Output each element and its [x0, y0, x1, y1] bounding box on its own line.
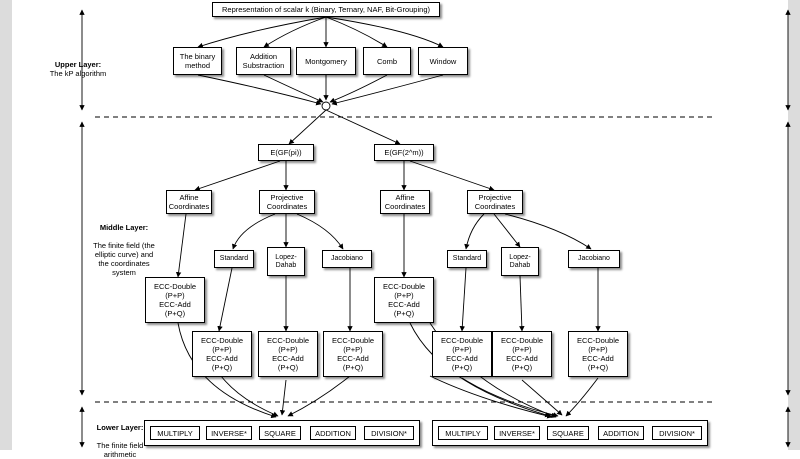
algorithm-label: The binary method — [179, 52, 216, 70]
algorithm-addition-substraction: Addition Substraction — [236, 47, 291, 75]
algorithm-comb: Comb — [363, 47, 411, 75]
type-label: Lopez- Dahab — [275, 253, 297, 269]
field-arithmetic-right: MULTIPLY INVERSE* SQUARE ADDITION DIVISI… — [432, 420, 708, 446]
ecc-label: ECC-Double (P+P) ECC-Add (P+Q) — [266, 336, 310, 372]
lower-layer-desc: The finite field arithmetic — [96, 441, 144, 459]
affine-coordinates-left: Affine Coordinates — [166, 190, 212, 214]
algorithm-binary-method: The binary method — [173, 47, 222, 75]
ecc-ops-affine-left: ECC-Double (P+P) ECC-Add (P+Q) — [145, 277, 205, 323]
op-square: SQUARE — [259, 426, 301, 440]
type-label: Lopez- Dahab — [509, 253, 531, 269]
projective-coordinates-right: Projective Coordinates — [467, 190, 523, 214]
type-jacobiano-right: Jacobiano — [568, 250, 620, 268]
ecc-ops-jacobiano-left: ECC-Double (P+P) ECC-Add (P+Q) — [323, 331, 383, 377]
op-multiply: MULTIPLY — [150, 426, 200, 440]
ecc-label: ECC-Double (P+P) ECC-Add (P+Q) — [153, 282, 197, 318]
scalar-representation-label: Representation of scalar k (Binary, Tern… — [221, 5, 430, 14]
op-inverse: INVERSE* — [494, 426, 540, 440]
field-label: E(GF(2^m)) — [384, 148, 424, 157]
op-addition: ADDITION — [310, 426, 356, 440]
op-label: ADDITION — [603, 428, 639, 438]
middle-layer-label: Middle Layer: The finite field (the elli… — [84, 214, 164, 277]
field-gf-p: E(GF(pi)) — [258, 144, 314, 161]
algorithm-window: Window — [418, 47, 468, 75]
op-label: INVERSE* — [499, 428, 535, 438]
algorithm-montgomery: Montgomery — [296, 47, 356, 75]
field-label: E(GF(pi)) — [270, 148, 302, 157]
field-gf-2m: E(GF(2^m)) — [374, 144, 434, 161]
op-division: DIVISION* — [364, 426, 414, 440]
algorithm-label: Window — [429, 56, 457, 66]
op-label: DIVISION* — [659, 428, 695, 438]
ecc-ops-jacobiano-right: ECC-Double (P+P) ECC-Add (P+Q) — [568, 331, 628, 377]
middle-layer-title: Middle Layer: — [99, 223, 149, 232]
op-label: MULTIPLY — [157, 428, 193, 438]
ecc-ops-standard-right: ECC-Double (P+P) ECC-Add (P+Q) — [432, 331, 492, 377]
op-label: DIVISION* — [371, 428, 407, 438]
op-addition: ADDITION — [598, 426, 644, 440]
type-lopez-dahab-left: Lopez- Dahab — [267, 247, 305, 276]
type-standard-right: Standard — [447, 250, 487, 268]
middle-layer-desc: The finite field (the elliptic curve) an… — [93, 241, 155, 277]
lower-layer-title: Lower Layer: — [96, 423, 144, 432]
scalar-representation-box: Representation of scalar k (Binary, Tern… — [212, 2, 440, 17]
ecc-label: ECC-Double (P+P) ECC-Add (P+Q) — [331, 336, 375, 372]
ecc-label: ECC-Double (P+P) ECC-Add (P+Q) — [500, 336, 544, 372]
ecc-label: ECC-Double (P+P) ECC-Add (P+Q) — [440, 336, 484, 372]
op-square: SQUARE — [547, 426, 589, 440]
algorithm-label: Montgomery — [305, 56, 347, 66]
type-standard-left: Standard — [214, 250, 254, 268]
upper-layer-desc: The kP algorithm — [49, 69, 107, 78]
type-lopez-dahab-right: Lopez- Dahab — [501, 247, 539, 276]
algorithm-label: Comb — [376, 56, 397, 66]
ecc-ops-lopez-dahab-left: ECC-Double (P+P) ECC-Add (P+Q) — [258, 331, 318, 377]
coordinates-label: Projective Coordinates — [266, 193, 308, 211]
op-label: MULTIPLY — [445, 428, 481, 438]
type-label: Jacobiano — [578, 255, 610, 262]
upper-layer-label: Upper Layer: The kP algorithm — [8, 60, 148, 78]
op-label: SQUARE — [264, 428, 296, 438]
op-label: INVERSE* — [211, 428, 247, 438]
op-division: DIVISION* — [652, 426, 702, 440]
type-jacobiano-left: Jacobiano — [322, 250, 372, 268]
ecc-label: ECC-Double (P+P) ECC-Add (P+Q) — [200, 336, 244, 372]
algorithm-label: Addition Substraction — [242, 52, 285, 70]
ecc-ops-affine-right: ECC-Double (P+P) ECC-Add (P+Q) — [374, 277, 434, 323]
type-label: Jacobiano — [331, 255, 363, 262]
field-arithmetic-left: MULTIPLY INVERSE* SQUARE ADDITION DIVISI… — [144, 420, 420, 446]
coordinates-label: Affine Coordinates — [384, 193, 426, 211]
coordinates-label: Projective Coordinates — [474, 193, 516, 211]
op-inverse: INVERSE* — [206, 426, 252, 440]
ecc-ops-standard-left: ECC-Double (P+P) ECC-Add (P+Q) — [192, 331, 252, 377]
upper-layer-title: Upper Layer: — [54, 60, 102, 69]
type-label: Standard — [452, 255, 482, 262]
ecc-ops-lopez-dahab-right: ECC-Double (P+P) ECC-Add (P+Q) — [492, 331, 552, 377]
ecc-label: ECC-Double (P+P) ECC-Add (P+Q) — [382, 282, 426, 318]
coordinates-label: Affine Coordinates — [168, 193, 210, 211]
ecc-label: ECC-Double (P+P) ECC-Add (P+Q) — [576, 336, 620, 372]
projective-coordinates-left: Projective Coordinates — [259, 190, 315, 214]
op-multiply: MULTIPLY — [438, 426, 488, 440]
type-label: Standard — [219, 255, 249, 262]
op-label: SQUARE — [552, 428, 584, 438]
op-label: ADDITION — [315, 428, 351, 438]
affine-coordinates-right: Affine Coordinates — [380, 190, 430, 214]
